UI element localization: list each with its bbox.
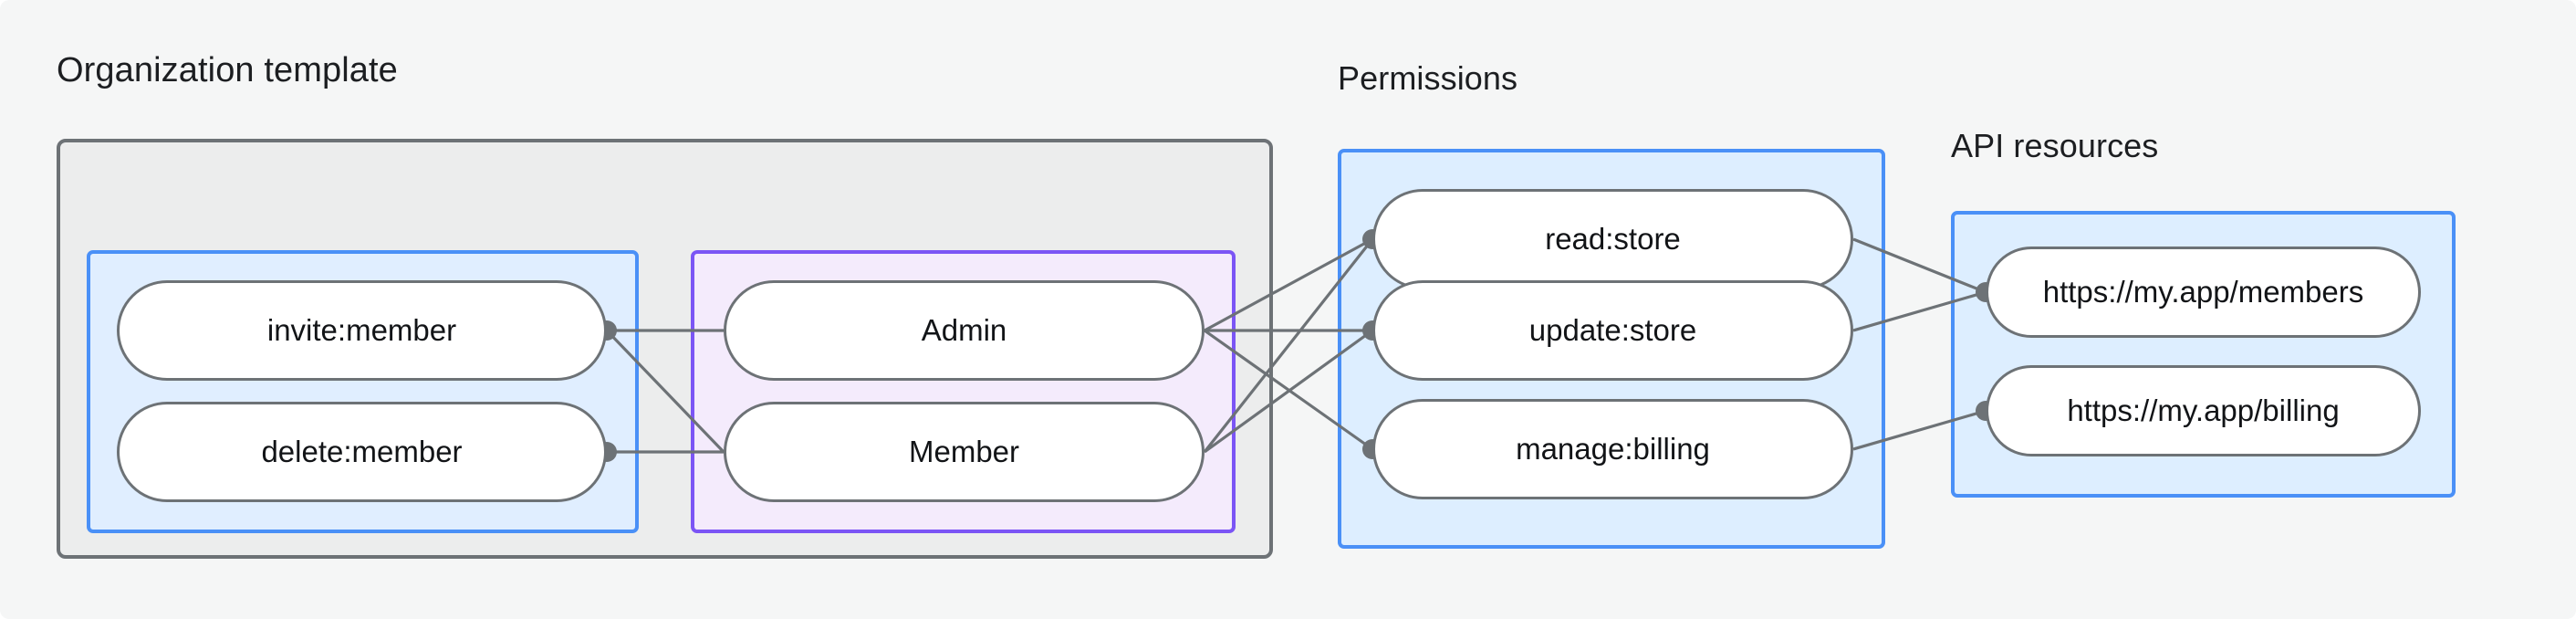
node-billing-url[interactable]: https://my.app/billing xyxy=(1986,365,2421,456)
node-manage-billing[interactable]: manage:billing xyxy=(1372,399,1853,499)
node-delete-member[interactable]: delete:member xyxy=(117,402,607,502)
node-admin[interactable]: Admin xyxy=(724,280,1205,381)
group-title-api-resources: API resources xyxy=(1951,127,2159,164)
diagram-title: Organization template xyxy=(57,51,398,89)
node-update-store[interactable]: update:store xyxy=(1372,280,1853,381)
node-invite-member[interactable]: invite:member xyxy=(117,280,607,381)
node-read-store[interactable]: read:store xyxy=(1372,189,1853,289)
group-title-permissions: Permissions xyxy=(1338,59,1518,97)
node-member[interactable]: Member xyxy=(724,402,1205,502)
node-members-url[interactable]: https://my.app/members xyxy=(1986,247,2421,338)
